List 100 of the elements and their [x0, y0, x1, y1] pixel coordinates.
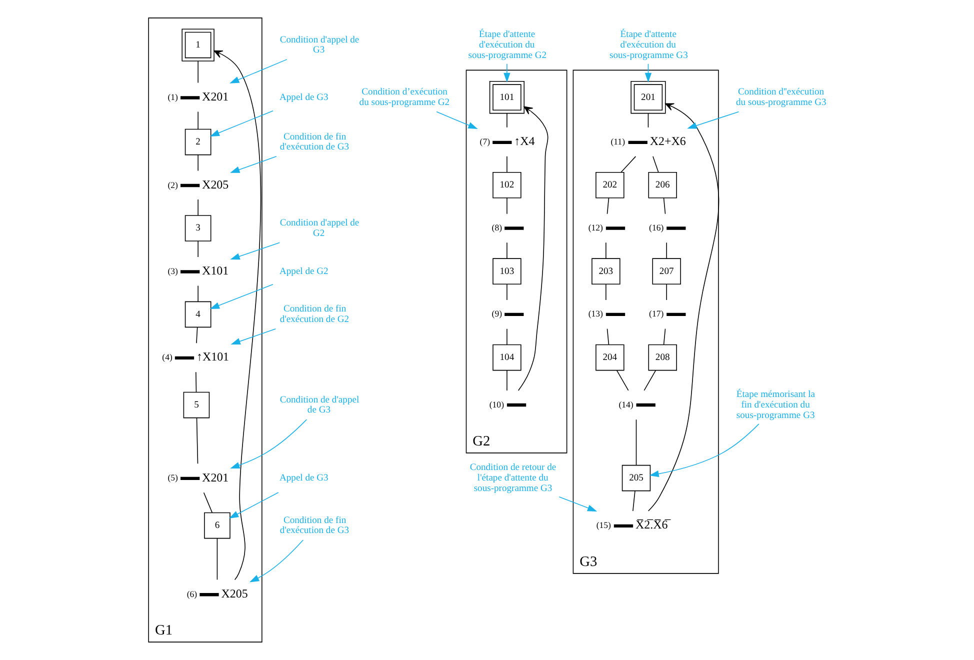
connector [606, 198, 610, 214]
connector [196, 372, 197, 392]
connector [636, 419, 637, 466]
node-box: 207 [652, 258, 681, 284]
node-text: Condition de retour de l'étape d'attente du sous-programme G3 [470, 462, 556, 494]
node-text: Condition de fin d'exécution de G3 [280, 131, 350, 153]
node-label: X201 [202, 470, 229, 484]
node-label: ↑X101 [196, 350, 230, 364]
node-label: (5) [168, 472, 178, 483]
node-label: ↑X4 [514, 134, 535, 148]
node-box [606, 226, 626, 230]
node-box-text [180, 476, 200, 480]
connector [616, 370, 629, 391]
connector [506, 328, 508, 346]
node-label: X201 [202, 90, 229, 104]
node-box [504, 312, 524, 316]
node-box: 103 [492, 258, 522, 284]
connector [666, 242, 667, 259]
node-box-text [180, 96, 200, 100]
connector [652, 156, 659, 173]
node-box [614, 524, 634, 528]
node-box: 102 [492, 172, 522, 198]
node-label: (17) [649, 308, 664, 319]
arrow [249, 540, 304, 582]
node-text: Condition d''exécution du sous-programme G3 [736, 86, 826, 108]
node-text: Appel de G2 [279, 266, 328, 277]
arrow [230, 156, 277, 173]
node-label: (13) [588, 308, 603, 319]
connector [663, 328, 666, 346]
connector [506, 284, 508, 300]
node-box: 5 [183, 392, 210, 418]
node-text: Condition d'appel de G3 [280, 34, 360, 56]
node-text: Étape mémorisant la fin d'exécution du sous-programme G3 [736, 389, 816, 421]
node-text: Condition de fin d'exécution de G3 [280, 514, 350, 536]
arrow [558, 496, 598, 512]
node-box: 2 [184, 128, 212, 156]
node-text: Appel de G3 [279, 472, 328, 484]
node-box-text [200, 593, 219, 596]
arrow [230, 419, 308, 469]
arrow [436, 111, 478, 130]
connector [506, 198, 508, 214]
arrow [687, 111, 740, 129]
arrow [210, 110, 274, 136]
connector [632, 490, 636, 512]
node-box [628, 140, 648, 144]
arrow [504, 63, 510, 82]
node-box [666, 226, 686, 230]
connector [196, 326, 198, 344]
node-text: Condition de fin d'exécution de G2 [280, 304, 350, 326]
node-text: Condition d'appel de G2 [280, 218, 360, 239]
node-label: (3) [168, 266, 178, 276]
node-box: 6 [204, 512, 230, 539]
arrow [230, 242, 280, 260]
node-box-text [180, 184, 200, 188]
node-label: (10) [489, 399, 504, 410]
arrow [230, 59, 288, 84]
connector [506, 113, 508, 128]
arrow [518, 106, 548, 391]
node-box-text [180, 270, 200, 274]
node-box: 104 [492, 344, 522, 371]
node-label: X101 [202, 264, 229, 278]
arrow [210, 284, 274, 310]
arrow [214, 50, 262, 580]
node-box: 203 [592, 258, 620, 284]
node-box [506, 403, 526, 407]
node-box: 204 [596, 344, 624, 371]
connector [196, 418, 198, 464]
node-label: X2+X6 [650, 134, 686, 148]
node-text: Condition de d'appel de G3 [280, 394, 360, 416]
node-box [666, 312, 686, 316]
node-text: Étape d'attente d'exécution du sous-programme G3 [610, 29, 688, 61]
node-box: 205 [622, 464, 651, 492]
connector [648, 113, 649, 128]
arrow [649, 424, 760, 478]
node-box-text [492, 140, 512, 144]
node-label: (12) [588, 222, 603, 232]
node-label: (1) [168, 92, 178, 102]
node-label: X205 [221, 586, 248, 600]
node-label: (9) [492, 308, 502, 319]
node-label: (14) [618, 399, 634, 410]
node-box: 4 [184, 301, 212, 328]
node-label: (8) [492, 222, 502, 232]
node-box: 201 [630, 80, 666, 114]
connector [666, 284, 667, 300]
node-box [636, 403, 656, 407]
node-box [606, 312, 626, 316]
connector [203, 492, 213, 513]
node-label: X205 [202, 177, 229, 192]
node-box: 3 [184, 215, 212, 242]
node-text: Condition d’exécution du sous-programme G2 [359, 86, 450, 108]
connector [663, 198, 666, 214]
node-text: Appel de G3 [279, 92, 328, 103]
connector [216, 538, 218, 580]
node-label: (2) [168, 180, 178, 190]
connector [506, 242, 508, 259]
connector [506, 370, 508, 391]
node-box [504, 226, 524, 230]
arrow [648, 103, 719, 512]
connector [644, 370, 656, 391]
node-box: 202 [596, 172, 624, 198]
